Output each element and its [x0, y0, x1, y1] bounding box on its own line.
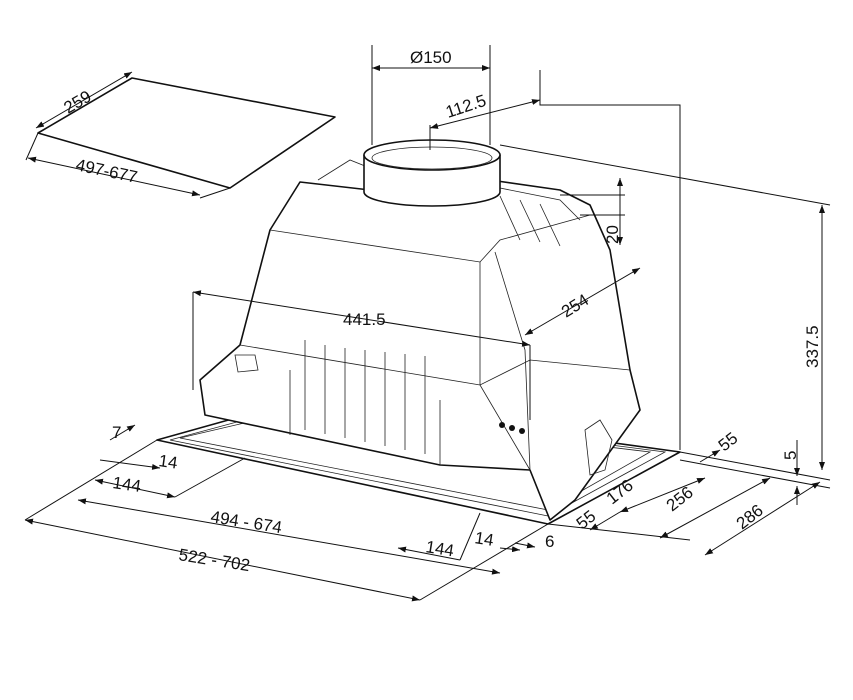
dim-inner-width: 494 - 674 [209, 507, 283, 537]
dim-outer-width: 522 - 702 [177, 545, 251, 575]
dim-depth-256: 256 [663, 483, 697, 515]
control-knobs [499, 422, 525, 434]
mounting-bracket [584, 419, 613, 476]
dim-total-height: 337.5 [803, 325, 822, 368]
dim-right-edge: 6 [545, 532, 554, 551]
duct-collar [363, 139, 501, 207]
cutout-template [25, 71, 336, 199]
dim-frame-edge: 7 [112, 423, 121, 442]
dim-duct-diameter: Ø150 [410, 48, 452, 67]
dim-left-inset: 14 [157, 451, 178, 472]
hood-body [199, 159, 641, 521]
dim-body-width: 441.5 [343, 310, 386, 329]
dimension-lines [24, 45, 831, 602]
dim-duct-height: 20 [603, 225, 622, 244]
dim-duct-offset: 112.5 [443, 91, 488, 122]
dim-right-inset: 14 [473, 528, 495, 550]
dim-left-bracket: 144 [111, 473, 142, 496]
dim-right-bracket: 144 [424, 537, 455, 560]
dim-frame-height: 5 [781, 451, 800, 460]
dim-depth-286: 286 [733, 501, 767, 533]
grille [304, 159, 581, 454]
dim-cutout-width: 497-677 [74, 155, 139, 187]
